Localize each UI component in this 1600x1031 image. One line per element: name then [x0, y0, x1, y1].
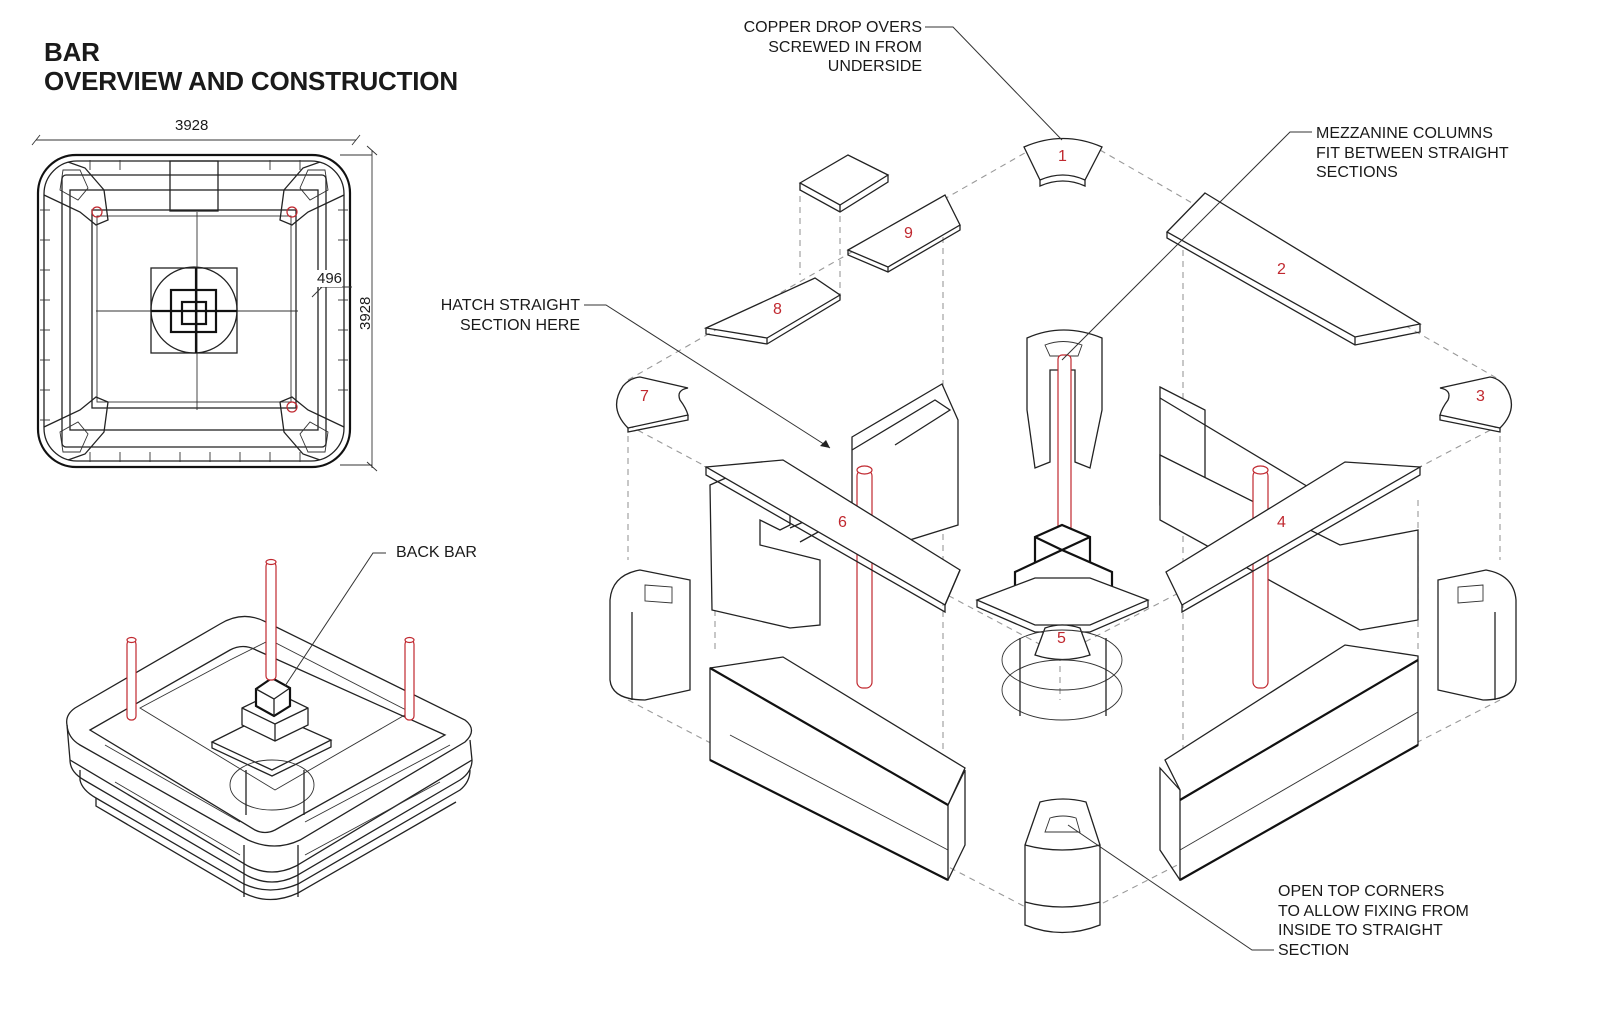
corner-pod-right [1437, 569, 1517, 701]
callout-hatch-section: HATCH STRAIGHT SECTION HERE [440, 297, 580, 334]
part-2-straight-top [1165, 192, 1422, 346]
plan-depth-dimension: 3928 [357, 296, 374, 330]
dim-tick [31, 134, 41, 146]
part-number-8: 8 [773, 301, 782, 318]
column-marker [286, 401, 298, 413]
dim-tick [351, 134, 361, 146]
hatch-arrowhead [820, 440, 830, 448]
front-panel-left [709, 656, 966, 882]
callout-copper-drop: COPPER DROP OVERS SCREWED IN FROM UNDERS… [743, 19, 922, 75]
part-4-straight-top [1159, 385, 1423, 689]
plan-view [31, 134, 378, 472]
back-bar-leader [284, 552, 386, 687]
open-top-leader [1067, 824, 1274, 951]
assembled-iso-view [66, 552, 473, 901]
part-number-5: 5 [1057, 630, 1066, 647]
part-7-corner-top [616, 376, 689, 433]
dim-tick [366, 145, 378, 156]
copper-drop-leader [925, 26, 1063, 141]
corner-pieces [43, 161, 345, 461]
part-5-back-bar [975, 523, 1150, 721]
column-left [126, 639, 137, 721]
part-8-9-tops [703, 154, 961, 345]
part-number-4: 4 [1277, 514, 1286, 531]
section-width-dimension: 496 [317, 270, 343, 287]
mezzanine-column-pod [1026, 329, 1103, 536]
corner-pod-left [609, 569, 691, 701]
part-number-6: 6 [838, 514, 847, 531]
title-line-2: OVERVIEW AND CONSTRUCTION [44, 66, 458, 96]
column-marker [91, 206, 103, 218]
plan-width-dimension: 3928 [175, 117, 209, 134]
part-6-straight-top [703, 383, 961, 689]
part-number-1: 1 [1058, 148, 1067, 165]
callout-mezzanine-columns: MEZZANINE COLUMNS FIT BETWEEN STRAIGHT S… [1316, 125, 1509, 181]
column-right [404, 639, 415, 721]
callout-open-top-corners: OPEN TOP CORNERS TO ALLOW FIXING FROM IN… [1278, 883, 1469, 959]
corner-pod-front [1024, 798, 1101, 934]
part-number-3: 3 [1476, 388, 1485, 405]
hatch-panel [169, 160, 219, 212]
drawing-title: BAR OVERVIEW AND CONSTRUCTION [44, 38, 458, 96]
part-number-2: 2 [1277, 261, 1286, 278]
part-number-9: 9 [904, 225, 913, 242]
dim-tick [366, 461, 378, 472]
part-3-corner-top [1439, 376, 1512, 433]
exploded-view [584, 26, 1517, 951]
column-marker [286, 206, 298, 218]
column-center [265, 561, 277, 681]
mezzanine-leader [1061, 131, 1312, 361]
title-line-1: BAR [44, 37, 100, 67]
mezzanine-column [1057, 354, 1072, 536]
callout-back-bar: BACK BAR [396, 544, 477, 561]
hatch-leader [584, 304, 831, 449]
part-1-drop-over [1023, 137, 1103, 188]
front-panel-right [1159, 644, 1419, 882]
bar-outline [36, 153, 352, 469]
part-number-7: 7 [640, 388, 649, 405]
